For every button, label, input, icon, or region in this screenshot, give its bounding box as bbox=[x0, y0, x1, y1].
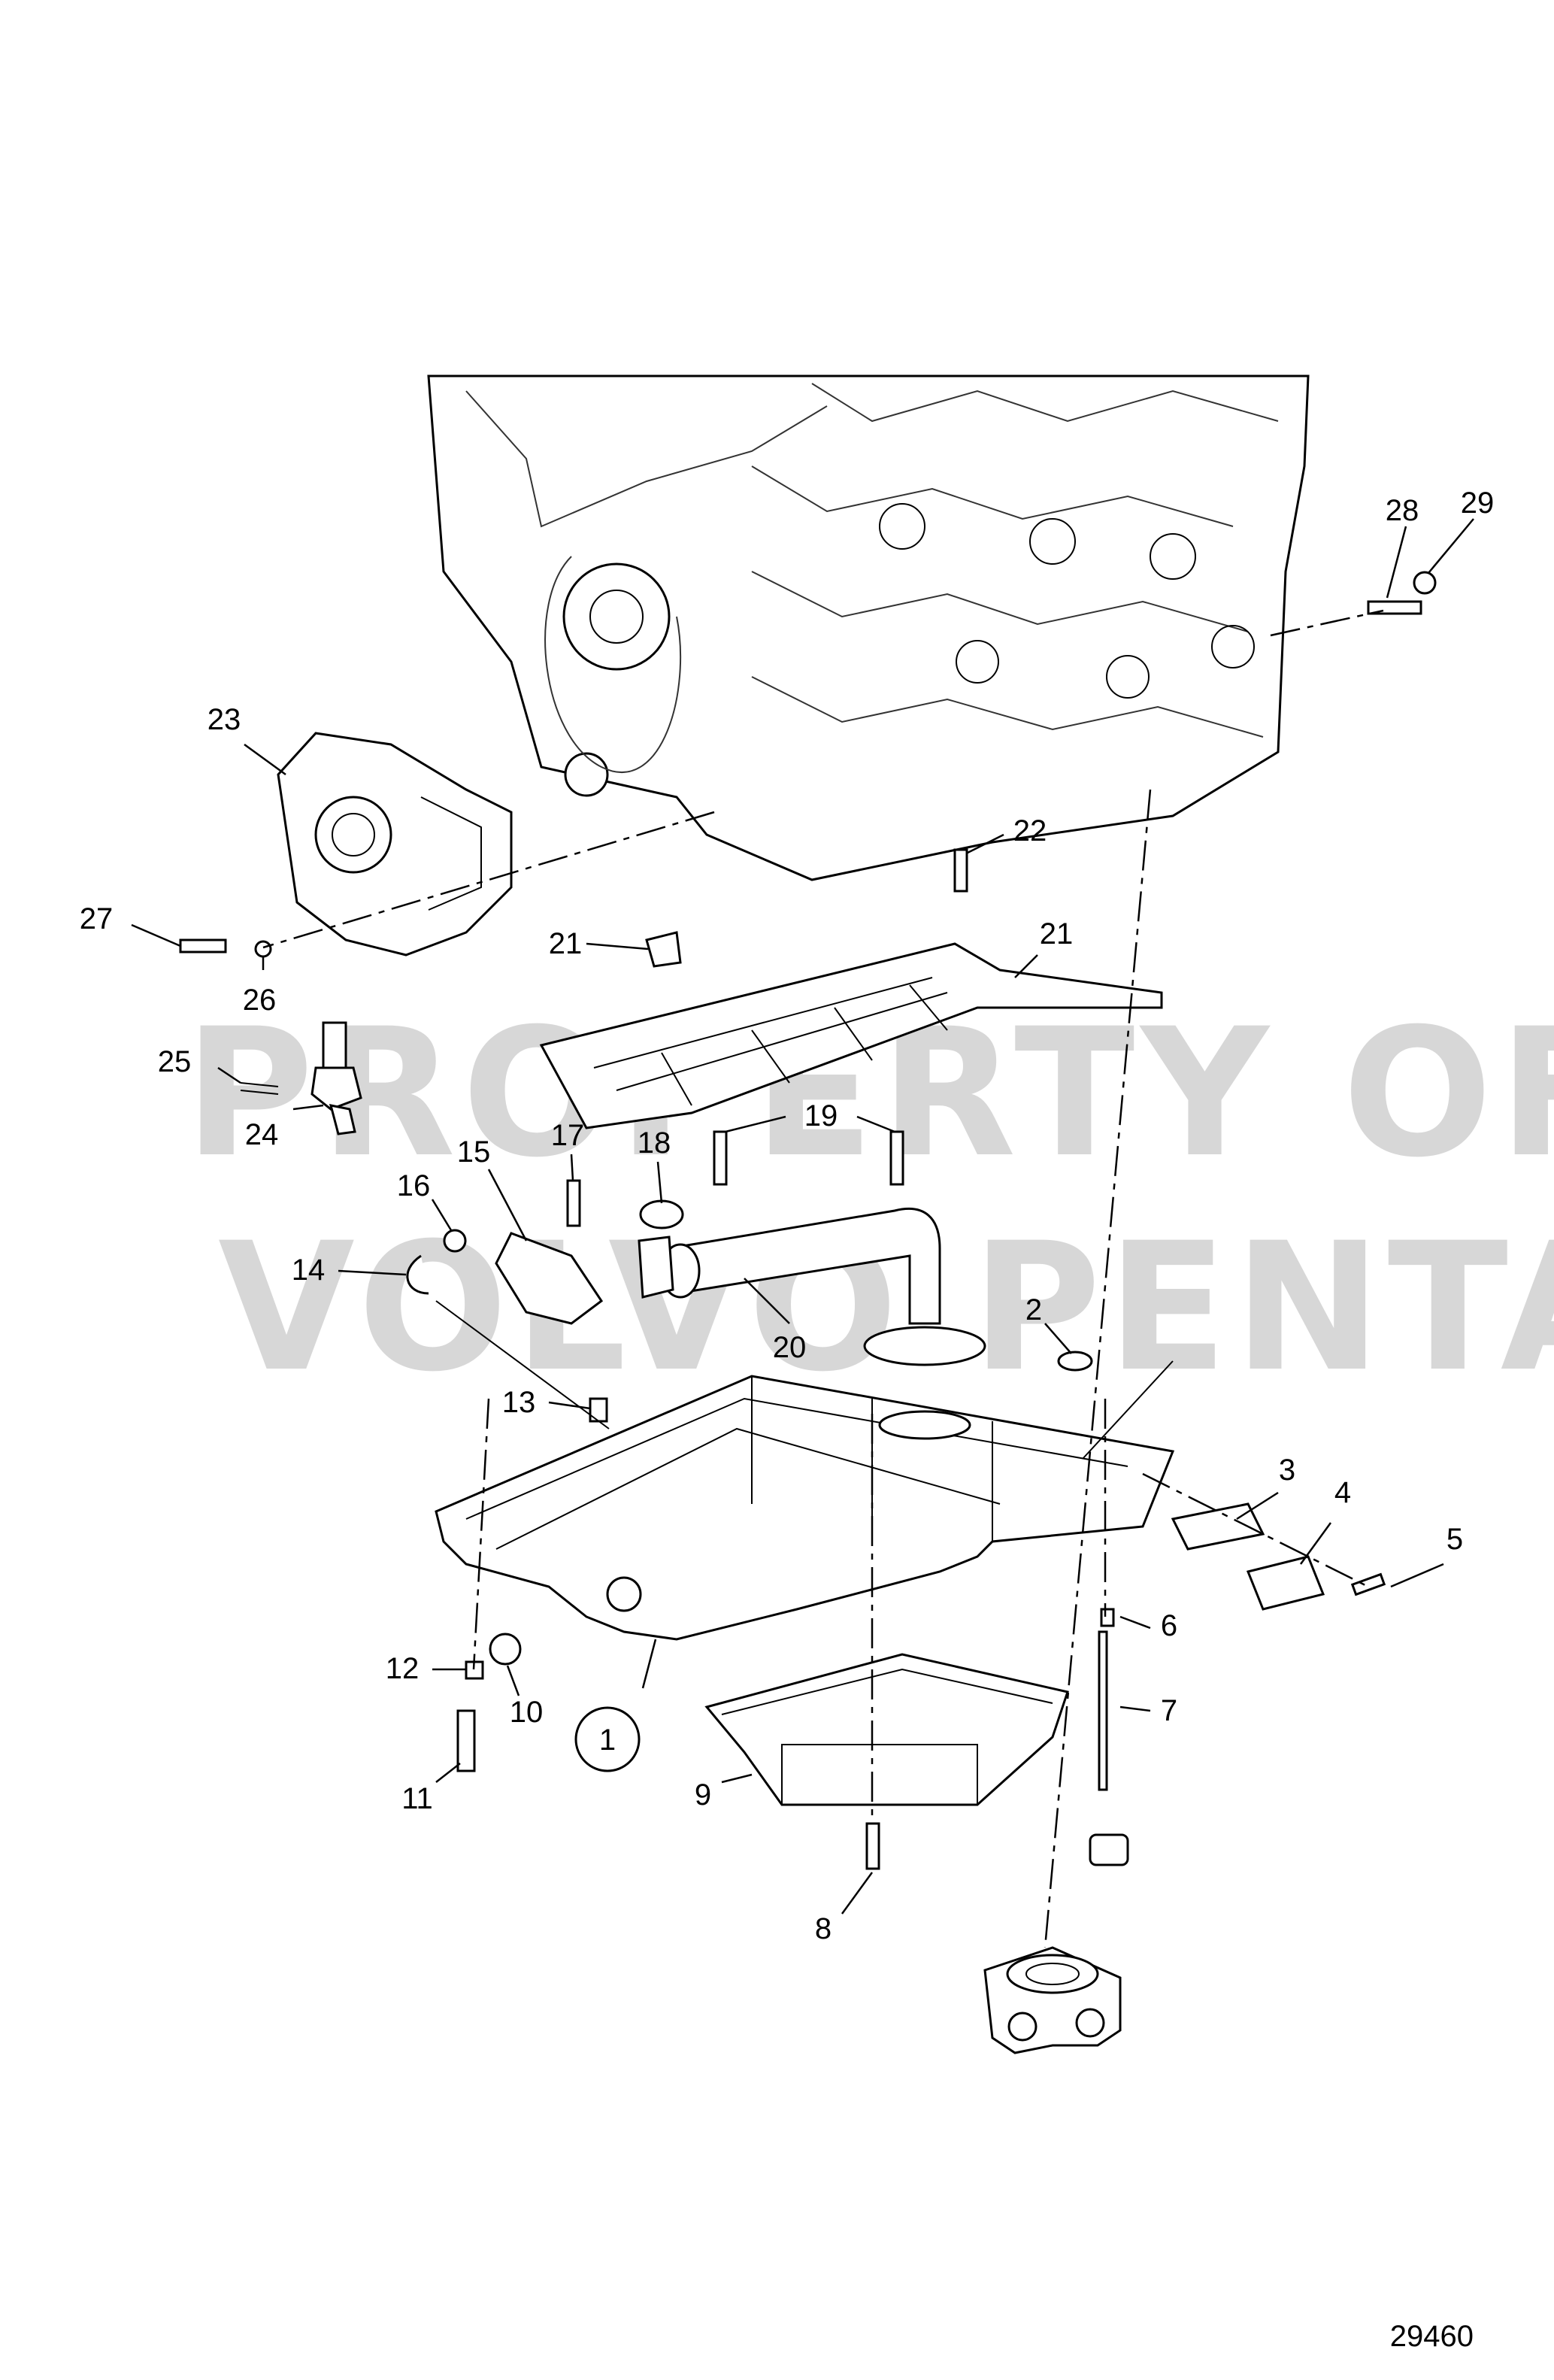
callout-23: 23 bbox=[208, 703, 241, 736]
callout-7: 7 bbox=[1161, 1694, 1177, 1727]
bolt-22 bbox=[953, 848, 968, 893]
pickup-drawing bbox=[240, 1021, 362, 1135]
dowel-6 bbox=[1100, 1608, 1115, 1627]
callout-2: 2 bbox=[1025, 1293, 1042, 1326]
clip-14 bbox=[406, 1254, 429, 1295]
o-ring-16 bbox=[443, 1229, 467, 1253]
washer-29 bbox=[1413, 571, 1437, 595]
callout-4: 4 bbox=[1334, 1476, 1351, 1509]
assembly-lines bbox=[262, 609, 1384, 1948]
dowel-13 bbox=[589, 1397, 608, 1423]
leader-lines bbox=[131, 518, 1474, 1915]
callout-11: 11 bbox=[401, 1782, 433, 1815]
callout-14: 14 bbox=[292, 1254, 326, 1287]
gasket-3 bbox=[1171, 1502, 1265, 1551]
bolt-19b bbox=[889, 1130, 904, 1186]
callout-27: 27 bbox=[80, 902, 114, 935]
oil-pump-drawing bbox=[277, 732, 513, 957]
callout-22: 22 bbox=[1013, 814, 1047, 847]
callout-17: 17 bbox=[551, 1119, 585, 1152]
callout-10: 10 bbox=[510, 1696, 544, 1729]
bolt-5 bbox=[1350, 1572, 1386, 1596]
callout-28: 28 bbox=[1386, 494, 1419, 527]
stud-7 bbox=[1098, 1630, 1108, 1791]
plug-2 bbox=[1057, 1351, 1093, 1372]
callout-15: 15 bbox=[457, 1135, 491, 1169]
callout-1-circle bbox=[574, 1706, 641, 1772]
cover-4 bbox=[1246, 1555, 1325, 1611]
fitting-21 bbox=[645, 931, 682, 968]
diagram-reference-number: 29460 bbox=[1390, 2320, 1474, 2353]
callout-18: 18 bbox=[638, 1126, 671, 1160]
fitting-part bbox=[1089, 1833, 1129, 1866]
bolt-11 bbox=[456, 1709, 476, 1772]
suction-pipe-drawing bbox=[638, 1207, 986, 1366]
callout-5: 5 bbox=[1446, 1523, 1463, 1556]
callout-24: 24 bbox=[245, 1118, 279, 1151]
small-parts-drawing bbox=[179, 571, 1437, 1870]
seal-18 bbox=[639, 1199, 684, 1229]
washer-26 bbox=[254, 940, 272, 958]
callout-21-fitting: 21 bbox=[549, 927, 583, 960]
lower-pan-drawing bbox=[704, 1653, 1069, 1806]
callout-25: 25 bbox=[158, 1045, 192, 1078]
bolt-19a bbox=[713, 1130, 728, 1186]
callout-20: 20 bbox=[773, 1331, 807, 1364]
callout-6: 6 bbox=[1161, 1609, 1177, 1642]
oil-pan-drawing bbox=[435, 1375, 1175, 1641]
callout-19: 19 bbox=[804, 1099, 838, 1132]
engine-block-drawing bbox=[427, 374, 1310, 881]
callout-29: 29 bbox=[1461, 487, 1495, 520]
callout-8: 8 bbox=[815, 1912, 832, 1945]
seal-10 bbox=[489, 1633, 522, 1666]
callout-3: 3 bbox=[1279, 1454, 1295, 1487]
callout-26: 26 bbox=[243, 984, 277, 1017]
callout-12: 12 bbox=[386, 1652, 420, 1685]
callouts: 1 2 3 4 5 6 7 8 9 10 11 12 13 14 15 16 1… bbox=[80, 487, 1495, 1945]
callout-13: 13 bbox=[502, 1386, 536, 1419]
windage-tray-drawing bbox=[539, 942, 1163, 1129]
bolt-17 bbox=[566, 1179, 581, 1227]
callout-16: 16 bbox=[397, 1169, 431, 1202]
bolt-8 bbox=[865, 1822, 880, 1870]
bolt-27 bbox=[179, 938, 227, 954]
valve-15 bbox=[495, 1232, 604, 1325]
callout-1: 1 bbox=[599, 1724, 616, 1757]
callout-9: 9 bbox=[695, 1778, 711, 1812]
callout-21-tray: 21 bbox=[1040, 917, 1074, 950]
filter-adapter-drawing bbox=[983, 1946, 1122, 2054]
